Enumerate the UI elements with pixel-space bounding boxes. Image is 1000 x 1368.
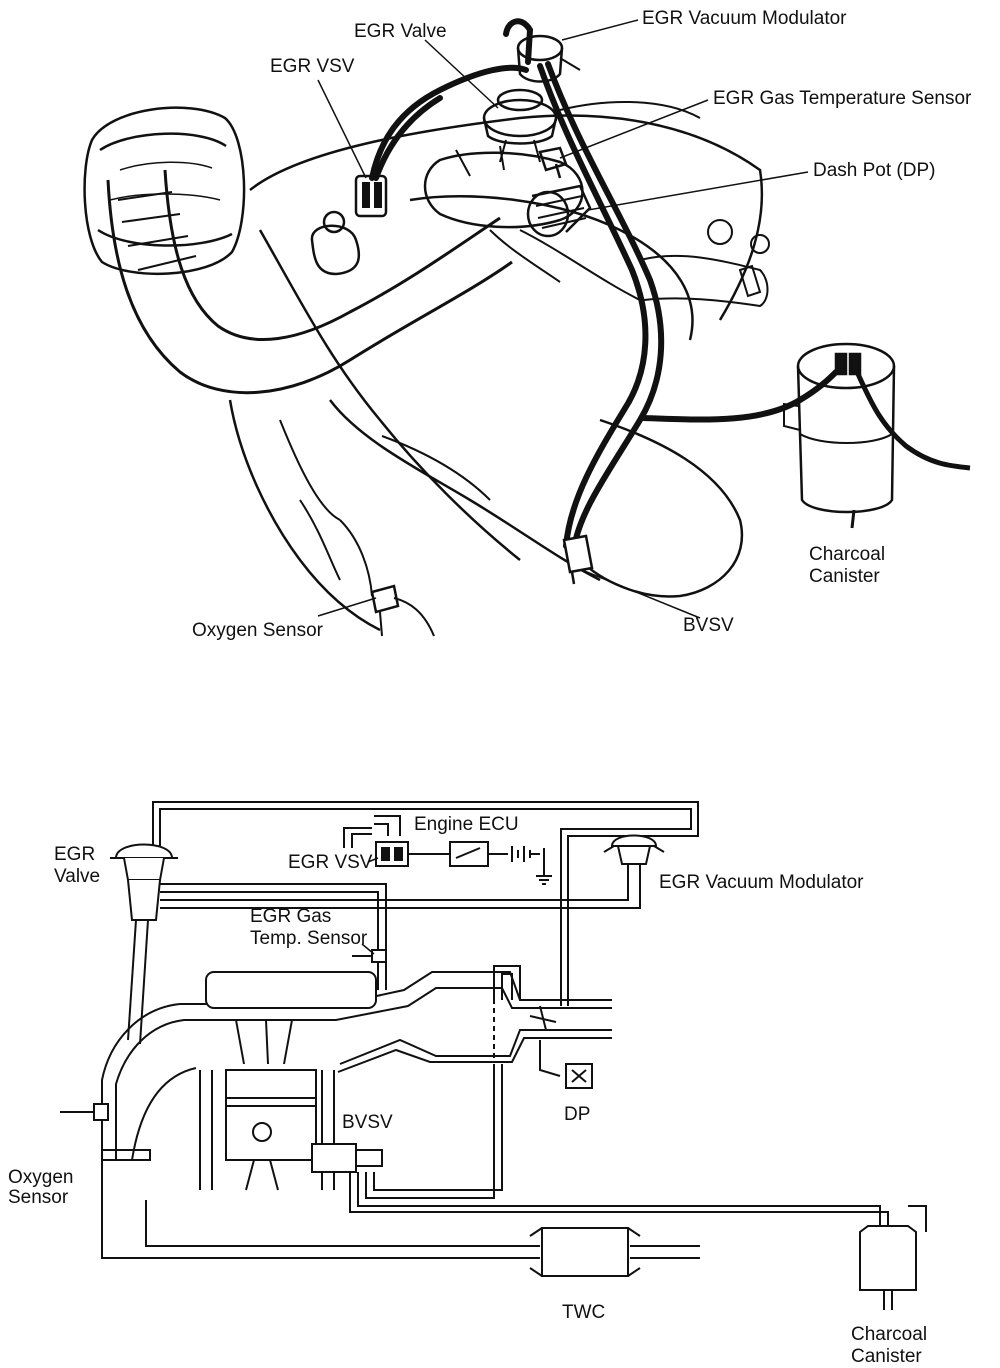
label-sch-egr-vsv: EGR VSV (288, 852, 373, 873)
air-cleaner (83, 106, 246, 275)
egr-valve-part (482, 88, 558, 163)
bottom-leader-lines (361, 857, 379, 955)
label-sch-oxygen-sensor-2: Sensor (8, 1187, 69, 1208)
label-sch-bvsv: BVSV (342, 1112, 393, 1133)
exhaust-pipe (101, 1067, 700, 1259)
label-sch-egr-vacuum-modulator: EGR Vacuum Modulator (659, 872, 864, 893)
egr-gas-temp-line (160, 883, 387, 990)
egr-valve-schematic (110, 843, 178, 921)
oxygen-sensor-part (370, 584, 435, 637)
egr-gas-temp-sensor-part (538, 146, 568, 179)
charcoal-hose (855, 372, 971, 471)
throttle-dp (529, 1005, 593, 1089)
intake-hose (106, 169, 513, 395)
label-sch-dp: DP (564, 1104, 590, 1125)
oxygen-sensor-schematic (60, 1103, 109, 1121)
label-sch-charcoal-canister-2: Canister (851, 1346, 922, 1367)
engine-illustration (83, 18, 971, 637)
intake-manifold (101, 971, 612, 1160)
dash-pot-part (526, 184, 592, 238)
label-sch-engine-ecu: Engine ECU (414, 814, 519, 835)
label-egr-valve: EGR Valve (354, 21, 447, 42)
label-charcoal-canister-2: Canister (809, 566, 880, 587)
label-egr-vacuum-modulator: EGR Vacuum Modulator (642, 8, 847, 29)
top-leader-lines (317, 19, 809, 619)
modulator-line (160, 880, 641, 909)
egr-vsv-schematic (375, 841, 409, 867)
schematic (60, 801, 927, 1310)
label-charcoal-canister-1: Charcoal (809, 544, 885, 565)
oil-filler-cap (310, 210, 361, 276)
label-sch-egr-valve-2: Valve (54, 866, 100, 887)
label-bvsv: BVSV (683, 615, 734, 636)
egr-pipe (127, 919, 149, 1045)
exhaust-manifold (279, 419, 491, 597)
label-sch-egr-valve-1: EGR (54, 844, 95, 865)
label-egr-vsv: EGR VSV (270, 56, 355, 77)
label-egr-gas-temperature-sensor: EGR Gas Temperature Sensor (713, 88, 972, 109)
twc-schematic (529, 1227, 641, 1277)
bvsv-schematic (311, 1143, 383, 1173)
egr-vsv-part (354, 174, 388, 218)
bvsv-lines (349, 1064, 889, 1228)
egr-vacuum-modulator-part (516, 34, 581, 83)
label-oxygen-sensor: Oxygen Sensor (192, 620, 324, 641)
ecu-circuit (408, 841, 552, 885)
charcoal-canister-part (783, 342, 896, 529)
label-sch-twc: TWC (562, 1302, 605, 1323)
label-sch-oxygen-sensor-1: Oxygen (8, 1167, 73, 1188)
egr-vacuum-modulator-schematic (603, 834, 665, 880)
vacuum-line-outer (152, 801, 699, 1006)
engine-block (228, 100, 770, 632)
label-sch-charcoal-canister-1: Charcoal (851, 1324, 927, 1345)
vacuum-line-vsv (343, 815, 401, 848)
dp-line (493, 965, 521, 1000)
vacuum-hoses (369, 18, 839, 551)
charcoal-canister-schematic (859, 1205, 927, 1310)
label-dash-pot: Dash Pot (DP) (813, 160, 935, 181)
label-sch-egr-gas-temp-2: Temp. Sensor (250, 928, 368, 949)
label-sch-egr-gas-temp-1: EGR Gas (250, 906, 331, 927)
bvsv-part (562, 534, 594, 585)
